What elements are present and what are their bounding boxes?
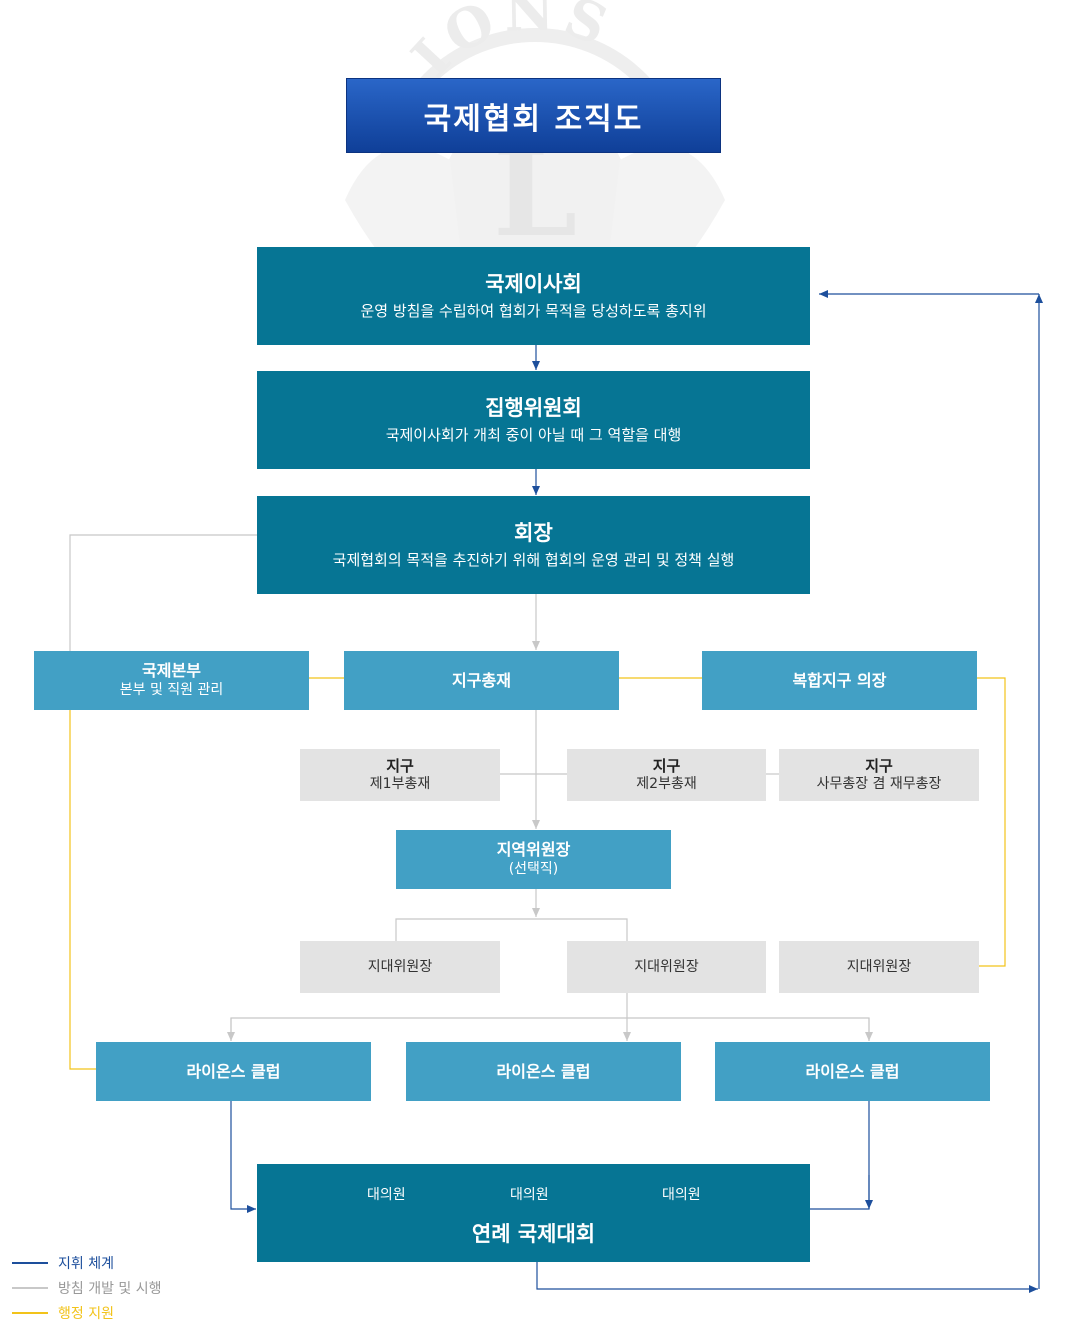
international-hq-box: 국제본부 본부 및 직원 관리 xyxy=(34,651,309,710)
delegate-label: 대의원 xyxy=(510,1187,549,1203)
secretary-title: 지구 xyxy=(865,757,893,775)
secretary-desc: 사무총장 겸 재무총장 xyxy=(816,776,942,792)
governor-title: 지구총재 xyxy=(452,670,511,690)
council-chair-title: 복합지구 의장 xyxy=(792,670,887,690)
first-vice-governor-box: 지구 제1부총재 xyxy=(300,749,500,801)
hq-title: 국제본부 xyxy=(142,661,201,680)
second-vice-governor-box: 지구 제2부총재 xyxy=(567,749,766,801)
lions-club-box: 라이온스 클럽 xyxy=(715,1042,990,1101)
zone-chair-box: 지대위원장 xyxy=(567,941,766,993)
legend-item-policy: 방침 개발 및 시행 xyxy=(12,1275,162,1300)
executive-committee-box: 집행위원회 국제이사회가 개최 중이 아닐 때 그 역할을 대행 xyxy=(257,371,810,469)
board-desc: 운영 방침을 수립하여 협회가 목적을 당성하도록 총지위 xyxy=(360,302,707,320)
executive-desc: 국제이사회가 개최 중이 아닐 때 그 역할을 대행 xyxy=(385,426,682,444)
delegate-label: 대의원 xyxy=(662,1187,701,1203)
club-label: 라이온스 클럽 xyxy=(805,1061,900,1081)
vdg1-desc: 제1부총재 xyxy=(369,776,431,792)
region-chair-title: 지역위원장 xyxy=(496,840,571,859)
legend-item-command: 지휘 체계 xyxy=(12,1250,162,1275)
delegates-row: 대의원 대의원 대의원 xyxy=(257,1184,810,1208)
president-title: 회장 xyxy=(514,521,553,545)
vdg1-title: 지구 xyxy=(386,757,414,775)
legend: 지휘 체계 방침 개발 및 시행 행정 지원 xyxy=(12,1250,162,1325)
legend-line-icon xyxy=(12,1311,48,1314)
international-convention-box: 대의원 대의원 대의원 연례 국제대회 xyxy=(257,1164,810,1262)
legend-label: 방침 개발 및 시행 xyxy=(58,1280,162,1297)
hq-desc: 본부 및 직원 관리 xyxy=(119,682,224,698)
president-box: 회장 국제협회의 목적을 추진하기 위해 협회의 운영 관리 및 정책 실행 xyxy=(257,496,810,594)
legend-item-admin: 행정 지원 xyxy=(12,1300,162,1325)
convention-title: 연례 국제대회 xyxy=(471,1222,596,1246)
district-governor-box: 지구총재 xyxy=(344,651,619,710)
vdg2-desc: 제2부총재 xyxy=(636,776,697,792)
lions-club-box: 라이온스 클럽 xyxy=(96,1042,371,1101)
zone-chair-box: 지대위원장 xyxy=(300,941,500,993)
lions-club-box: 라이온스 클럽 xyxy=(406,1042,681,1101)
club-label: 라이온스 클럽 xyxy=(186,1061,281,1081)
vdg2-title: 지구 xyxy=(652,757,681,775)
legend-line-icon xyxy=(12,1286,48,1289)
zone-chair-label: 지대위원장 xyxy=(367,959,433,975)
board-title: 국제이사회 xyxy=(485,272,582,296)
legend-label: 행정 지원 xyxy=(58,1305,114,1322)
board-of-directors-box: 국제이사회 운영 방침을 수립하여 협회가 목적을 당성하도록 총지위 xyxy=(257,247,810,345)
chart-title: 국제협회 조직도 xyxy=(346,78,721,153)
executive-title: 집행위원회 xyxy=(485,396,582,420)
club-label: 라이온스 클럽 xyxy=(496,1061,591,1081)
zone-chair-box: 지대위원장 xyxy=(779,941,979,993)
zone-chair-label: 지대위원장 xyxy=(634,959,699,975)
council-chair-box: 복합지구 의장 xyxy=(702,651,977,710)
region-chair-box: 지역위원장 (선택직) xyxy=(396,830,671,889)
region-chair-desc: (선택직) xyxy=(508,861,559,877)
delegate-label: 대의원 xyxy=(367,1187,406,1203)
zone-chair-label: 지대위원장 xyxy=(846,959,912,975)
legend-label: 지휘 체계 xyxy=(58,1255,114,1272)
secretary-treasurer-box: 지구 사무총장 겸 재무총장 xyxy=(779,749,979,801)
president-desc: 국제협회의 목적을 추진하기 위해 협회의 운영 관리 및 정책 실행 xyxy=(332,551,735,569)
legend-line-icon xyxy=(12,1261,48,1264)
